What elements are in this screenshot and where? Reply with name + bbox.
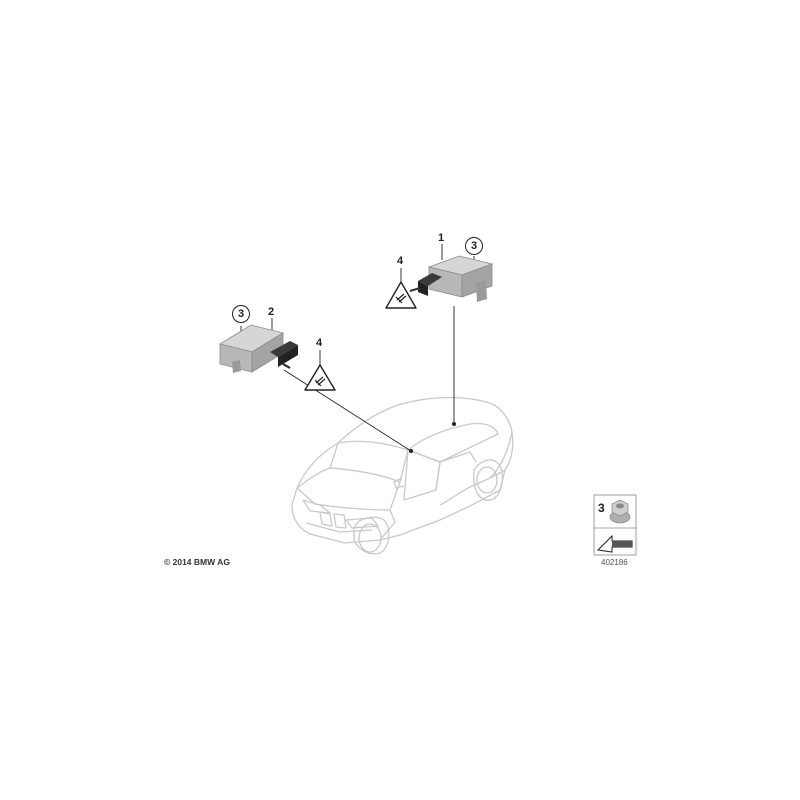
nut-icon [609,499,631,524]
image-number: 402186 [601,558,628,567]
callout-1: 1 [438,232,445,244]
connection-point-rear [452,422,456,426]
callout-2: 2 [268,306,275,318]
copyright-notice: © 2014 BMW AG [164,557,230,567]
legend-number: 3 [598,501,605,515]
callout-4: 4 [397,255,404,267]
connection-point-front [409,449,413,453]
warning-triangle-icon [304,364,336,391]
vehicle-outline [291,396,514,555]
control-unit-1 [409,255,494,302]
warning-triangle-icon [385,281,417,309]
direction-arrow-icon [596,534,633,553]
callout-4: 4 [316,337,323,349]
control-unit-2 [218,324,298,373]
callout-3-circled: 3 [465,237,483,255]
leader-lines [240,244,475,452]
legend-box [593,494,637,556]
callout-3-circled: 3 [232,305,250,323]
